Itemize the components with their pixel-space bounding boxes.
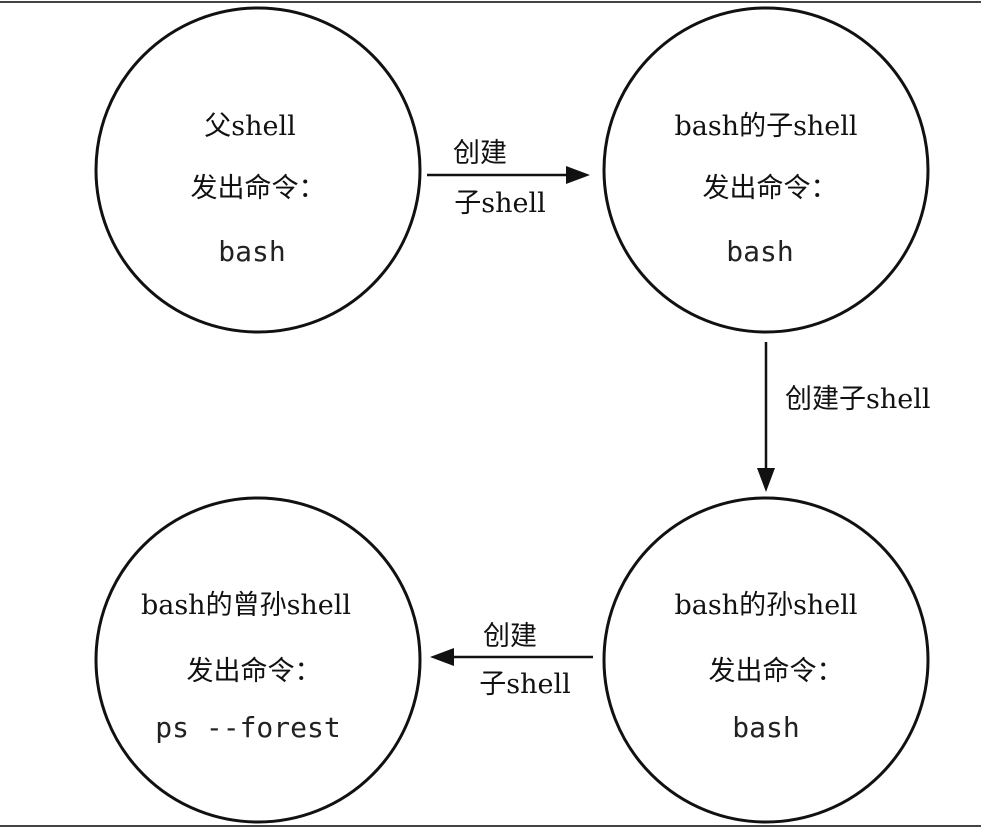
node-grandchild-subtitle: 发出命令：: [709, 656, 844, 687]
edge-grandchild-to-great-grandchild-label-line2: 子shell: [479, 669, 571, 700]
node-grandchild-shell: bash的孙shell 发出命令： bash: [602, 496, 930, 824]
node-parent-command: bash: [218, 235, 285, 268]
node-great-grandchild-shell: bash的曾孙shell 发出命令： ps --forest: [94, 496, 422, 824]
arrow-down-icon: [757, 468, 775, 492]
edge-parent-to-child-label-line1: 创建: [453, 138, 507, 169]
node-child-title: bash的子shell: [674, 111, 857, 142]
edge-parent-to-child-label-line2: 子shell: [454, 188, 546, 219]
node-parent-circle: [94, 6, 422, 334]
node-child-command: bash: [726, 235, 793, 268]
node-great-grandchild-subtitle: 发出命令：: [187, 656, 322, 687]
node-parent-title: 父shell: [204, 111, 296, 142]
node-parent-shell: 父shell 发出命令： bash: [94, 6, 422, 334]
node-great-grandchild-circle: [94, 496, 422, 824]
node-parent-subtitle: 发出命令：: [191, 173, 326, 204]
edge-child-to-grandchild: 创建子shell: [757, 342, 931, 492]
node-great-grandchild-title: bash的曾孙shell: [141, 590, 351, 621]
edge-grandchild-to-great-grandchild: 创建 子shell: [430, 621, 593, 700]
arrow-left-icon: [430, 648, 454, 666]
arrow-right-icon: [566, 166, 590, 184]
edge-grandchild-to-great-grandchild-label-line1: 创建: [483, 621, 537, 652]
edge-parent-to-child: 创建 子shell: [427, 138, 590, 219]
node-child-subtitle: 发出命令：: [703, 173, 838, 204]
node-great-grandchild-command: ps --forest: [155, 711, 340, 744]
node-grandchild-title: bash的孙shell: [674, 590, 857, 621]
node-grandchild-circle: [602, 496, 930, 824]
edge-child-to-grandchild-label: 创建子shell: [785, 384, 931, 415]
node-child-shell: bash的子shell 发出命令： bash: [602, 6, 930, 334]
node-grandchild-command: bash: [732, 711, 799, 744]
node-child-circle: [602, 6, 930, 334]
